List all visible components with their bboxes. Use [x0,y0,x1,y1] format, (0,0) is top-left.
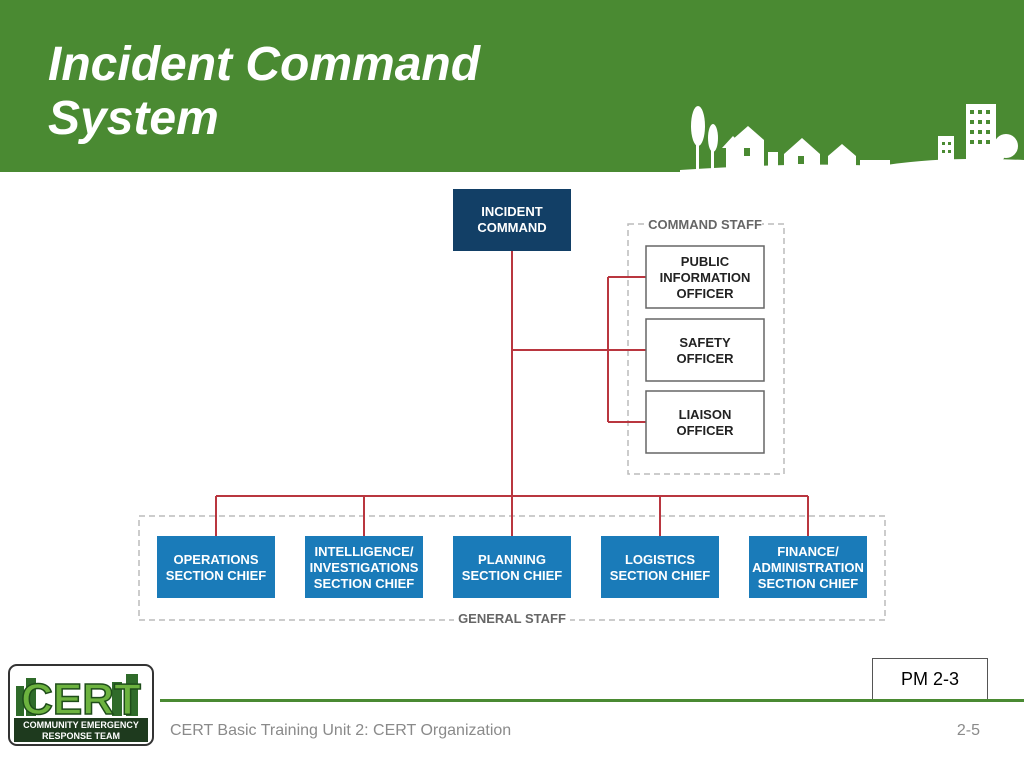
page-number: 2-5 [956,722,980,739]
connector-lines [215,250,809,536]
finance-administration-section-chief-box: FINANCE/ ADMINISTRATION SECTION CHIEF [749,536,867,598]
intel-line-3: SECTION CHIEF [314,576,414,591]
logistics-line-1: LOGISTICS [625,552,695,567]
footer-divider [160,699,1024,702]
liaison-officer-box: LIAISON OFFICER [645,390,765,454]
incident-command-line-2: COMMAND [477,220,546,235]
finance-line-3: SECTION CHIEF [758,576,858,591]
intelligence-investigations-section-chief-box: INTELLIGENCE/ INVESTIGATIONS SECTION CHI… [305,536,423,598]
safety-officer-box: SAFETY OFFICER [645,318,765,382]
slide-title: Incident Command System [48,38,480,146]
cert-logo-line-1: COMMUNITY EMERGENCY [23,720,139,730]
footer-text: CERT Basic Training Unit 2: CERT Organiz… [170,722,512,739]
city-skyline-icon [680,104,1024,172]
planning-line-1: PLANNING [478,552,546,567]
safety-line-2: OFFICER [676,351,734,366]
pio-line-3: OFFICER [676,286,734,301]
planning-line-2: SECTION CHIEF [462,568,562,583]
cert-logo: CERT COMMUNITY EMERGENCY RESPONSE TEAM [8,664,154,746]
command-staff-group [627,223,785,475]
intel-line-1: INTELLIGENCE/ [315,544,414,559]
pm-reference-label: PM 2-3 [872,658,988,700]
general-staff-label: GENERAL STAFF [458,611,566,626]
header-banner: Incident Command System [0,0,1024,172]
finance-line-1: FINANCE/ [777,544,839,559]
finance-line-2: ADMINISTRATION [752,560,864,575]
logistics-section-chief-box: LOGISTICS SECTION CHIEF [601,536,719,598]
operations-line-1: OPERATIONS [174,552,259,567]
title-line-1: Incident Command [48,38,481,91]
pio-line-2: INFORMATION [660,270,751,285]
liaison-line-2: OFFICER [676,423,734,438]
operations-line-2: SECTION CHIEF [166,568,266,583]
command-staff-label: COMMAND STAFF [648,217,762,232]
intel-line-2: INVESTIGATIONS [310,560,419,575]
pio-line-1: PUBLIC [681,254,730,269]
cert-logo-line-2: RESPONSE TEAM [42,731,120,741]
public-information-officer-box: PUBLIC INFORMATION OFFICER [645,245,765,309]
incident-command-line-1: INCIDENT [481,204,542,219]
logistics-line-2: SECTION CHIEF [610,568,710,583]
incident-command-box: INCIDENT COMMAND [453,189,571,251]
safety-line-1: SAFETY [679,335,731,350]
operations-section-chief-box: OPERATIONS SECTION CHIEF [157,536,275,598]
liaison-line-1: LIAISON [679,407,732,422]
planning-section-chief-box: PLANNING SECTION CHIEF [453,536,571,598]
cert-wordmark: CERT [21,675,141,724]
title-line-2: System [48,92,219,145]
